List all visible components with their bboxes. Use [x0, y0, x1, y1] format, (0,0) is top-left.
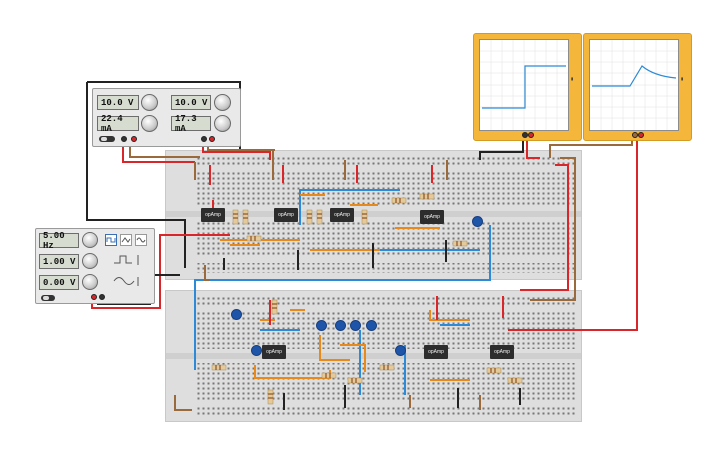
amplitude-display: 1.00 V — [39, 254, 79, 269]
capacitor-2[interactable] — [231, 309, 242, 320]
opamp-chip-7[interactable]: opAmp — [490, 345, 514, 359]
capacitor-6[interactable] — [366, 320, 377, 331]
sine-wave-icon[interactable] — [135, 234, 147, 246]
generator-output-positive[interactable] — [91, 294, 97, 300]
capacitor-3[interactable] — [316, 320, 327, 331]
oscilloscope-2-probe-jack[interactable] — [638, 132, 644, 138]
offset-knob[interactable] — [82, 274, 98, 290]
ch2-ground-jack[interactable] — [201, 136, 207, 142]
offset-symbol-icon — [113, 277, 139, 286]
amplitude-knob[interactable] — [82, 253, 98, 269]
ch1-current-knob[interactable] — [141, 115, 158, 132]
amplitude-symbol-icon — [114, 255, 139, 265]
ch2-voltage-knob[interactable] — [214, 94, 231, 111]
generator-power-switch[interactable] — [41, 295, 55, 301]
ch1-voltage-knob[interactable] — [141, 94, 158, 111]
oscilloscope-2-vdiv-label: ▮ — [681, 76, 684, 81]
opamp-chip-3[interactable]: opAmp — [330, 208, 354, 222]
oscilloscope-1-screen — [479, 39, 569, 131]
ch1-positive-jack[interactable] — [131, 136, 137, 142]
oscilloscope-2-trace — [590, 40, 678, 130]
oscilloscope-1-vdiv-label: ▮ — [571, 76, 574, 81]
capacitor-1[interactable] — [472, 216, 483, 227]
frequency-display: 5.00 Hz — [39, 231, 79, 251]
capacitor-4[interactable] — [335, 320, 346, 331]
square-wave-icon[interactable] — [105, 234, 117, 246]
capacitor-5[interactable] — [350, 320, 361, 331]
ch2-positive-jack[interactable] — [209, 136, 215, 142]
ch1-current-display: 22.4 mA — [97, 114, 139, 134]
capacitor-7[interactable] — [251, 345, 262, 356]
oscilloscope-1-trace — [480, 40, 568, 130]
ch2-current-knob[interactable] — [214, 115, 231, 132]
opamp-chip-5[interactable]: opAmp — [262, 345, 286, 359]
ch1-voltage-display: 10.0 V — [97, 95, 139, 110]
offset-display: 0.00 V — [39, 275, 79, 290]
oscilloscope-1: ▮ — [473, 33, 582, 141]
power-switch[interactable] — [99, 136, 115, 142]
oscilloscope-1-probe-jack[interactable] — [528, 132, 534, 138]
opamp-chip-6[interactable]: opAmp — [424, 345, 448, 359]
capacitor-8[interactable] — [395, 345, 406, 356]
generator-output-ground[interactable] — [99, 294, 105, 300]
opamp-chip-4[interactable]: opAmp — [420, 210, 444, 224]
triangle-wave-icon[interactable] — [120, 234, 132, 246]
frequency-knob[interactable] — [82, 232, 98, 248]
opamp-chip-1[interactable]: opAmp — [201, 208, 225, 222]
ch2-current-display: 17.3 mA — [171, 114, 211, 134]
dc-power-supply: 10.0 V 22.4 mA 10.0 V 17.3 mA — [92, 88, 241, 147]
function-generator: 5.00 Hz 1.00 V 0.00 V — [35, 228, 155, 304]
oscilloscope-2: ▮ — [583, 33, 692, 141]
opamp-chip-2[interactable]: opAmp — [274, 208, 298, 222]
oscilloscope-2-ground-jack[interactable] — [632, 132, 638, 138]
oscilloscope-2-screen — [589, 39, 679, 131]
ch1-ground-jack[interactable] — [121, 136, 127, 142]
ch2-voltage-display: 10.0 V — [171, 95, 211, 110]
oscilloscope-1-ground-jack[interactable] — [522, 132, 528, 138]
